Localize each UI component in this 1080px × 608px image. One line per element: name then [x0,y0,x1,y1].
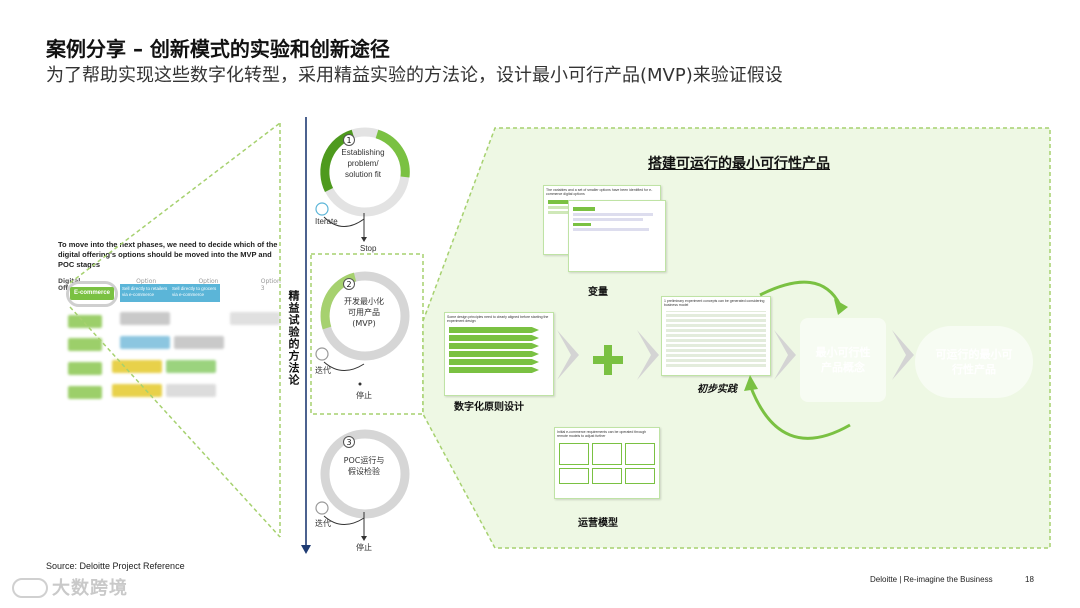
digital-design-thumbnail: Some design principles need to clearly a… [444,312,554,396]
ecommerce-row-pill: E-commerce [70,287,114,300]
blurred-row [68,315,102,328]
ops-card [625,468,655,484]
principle-arrow [449,335,539,341]
mvp-concept-box: 最小可行性产品概念 [800,318,886,402]
digital-design-caption: 数字化原则设计 [454,402,524,413]
blurred-row [68,338,102,351]
ecommerce-option-cell: Sell directly to retailers via e-commerc… [120,284,170,302]
variables-caption: 变量 [588,287,608,298]
ecommerce-option-cell: Sell directly to grocers via e-commerce [170,284,220,302]
iteration-cycle-arrows [744,280,851,440]
initial-practice-caption: 初步实践 [697,384,737,395]
left-document-intro: To move into the next phases, we need to… [58,240,278,269]
principle-arrow [449,359,539,365]
principle-arrow [449,367,539,373]
page-number: 18 [1025,575,1034,584]
stage-1-arrows [315,202,367,242]
ops-model-thumbnail-header: Initial e-commerce requirements can be o… [557,430,647,438]
thumbnail-bar [573,223,591,226]
thumbnail-bar [573,218,643,221]
stage-1-iterate-label: Iterate [315,217,338,226]
blurred-row [230,312,280,325]
runnable-mvp-box: 可运行的最小可行性产品 [915,326,1033,398]
blurred-row [112,384,162,397]
blurred-row [166,384,216,397]
ops-card [592,468,622,484]
stage-1-number: 1 [343,134,355,146]
variables-thumbnail-header: The variables and a set of smaller optio… [546,188,653,196]
ops-card [559,468,589,484]
blurred-row [120,336,170,349]
blurred-row [112,360,162,373]
ops-model-cards [559,443,655,465]
thumbnail-bar [573,207,595,211]
stage-2-text: 开发最小化可用产品(MVP) [344,297,384,328]
stage-3-ring [320,429,410,519]
principle-arrow [449,327,539,333]
digital-design-thumbnail-header: Some design principles need to clearly a… [447,315,549,323]
ops-card [559,443,589,465]
thumbnail-bar [548,200,578,204]
column-header: Option 3 [260,278,281,292]
stage-3-iterate-label: 迭代 [315,519,331,528]
blurred-row [120,312,170,325]
panel-title: 搭建可运行的最小可行性产品 [648,156,830,172]
stage-3-number: 3 [343,436,355,448]
footer-brand: Deloitte | Re-imagine the Business [870,575,993,584]
chevron-right-icon [892,330,914,380]
mvp-concept-label: 最小可行性产品概念 [815,346,871,374]
stage-3-text: POC运行与假设检验 [343,456,385,476]
principle-arrow [449,343,539,349]
stage-2-stop-label: 停止 [356,391,372,400]
stage-2-arrows [315,347,365,386]
thumbnail-bar [573,228,649,231]
plus-icon [593,345,623,375]
watermark: 大数跨境 [52,578,128,599]
stage-1-text: Establishing problem/ solution fit [341,148,385,179]
runnable-mvp-label: 可运行的最小可行性产品 [935,348,1013,376]
variables-thumbnail-2 [568,200,666,272]
chevron-right-icon [637,330,659,380]
stage-1-stop-label: Stop [360,244,377,253]
stage-3-arrows [315,501,367,541]
page-subtitle: 为了帮助实现这些数字化转型，采用精益实验的方法论，设计最小可行产品(MVP)来验… [46,65,783,86]
blurred-row [174,336,224,349]
ops-card [625,443,655,465]
principle-arrow [449,351,539,357]
chevron-right-icon [774,330,796,380]
ops-model-cards [559,468,655,484]
ops-card [592,443,622,465]
blurred-row [68,362,102,375]
stage-3-stop-label: 停止 [356,543,372,552]
stage-2-number: 2 [343,278,355,290]
source-note: Source: Deloitte Project Reference [46,561,185,571]
thumbnail-bar [573,213,653,216]
blurred-row [166,360,216,373]
stage-2-iterate-label: 迭代 [315,366,331,375]
watermark-logo-icon [12,578,48,598]
stage-1-ring [320,127,410,217]
blurred-row [68,386,102,399]
ops-model-thumbnail: Initial e-commerce requirements can be o… [554,427,660,499]
initial-practice-thumbnail: 1 preliminary experiment concepts can be… [661,296,771,376]
practice-grid [666,311,766,367]
ops-model-caption: 运营模型 [578,518,618,529]
chevron-right-icon [557,330,579,380]
page-title: 案例分享 – 创新模式的实验和创新途径 [46,37,390,61]
initial-practice-thumbnail-header: 1 preliminary experiment concepts can be… [664,299,765,307]
methodology-axis-label: 精益试验的方法论 [287,290,300,386]
